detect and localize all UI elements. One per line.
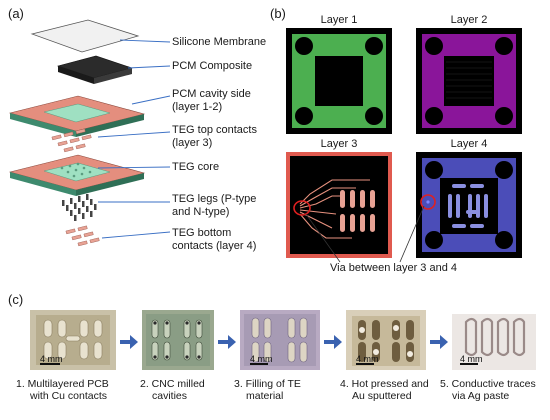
step-3-scale-label: 4 mm: [250, 354, 273, 364]
layer-2-title: Layer 2: [450, 14, 488, 26]
leader-lines: [97, 39, 171, 239]
label-teg-legs: TEG legs (P-type: [172, 193, 257, 205]
teg-top-contacts: [51, 128, 92, 153]
label-teg-top-contacts: TEG top contacts: [172, 124, 257, 136]
step-5-photo: [452, 314, 536, 370]
pcm-cavity-board: [8, 95, 146, 137]
step-2-photo: [142, 310, 214, 370]
layer-2-board: [416, 28, 522, 134]
step-5-caption-line-1: 5. Conductive traces: [440, 378, 536, 390]
teg-legs: [62, 194, 97, 221]
step-4-photo: [346, 310, 426, 370]
pcm-composite-layer: [56, 55, 134, 84]
via-caption: Via between layer 3 and 4: [330, 262, 457, 274]
label-silicone-membrane: Silicone Membrane: [172, 36, 267, 48]
label-pcm-cavity-side: PCM cavity side: [172, 88, 251, 100]
label-teg-core: TEG core: [172, 161, 220, 173]
arrow-4-to-5: [430, 335, 448, 349]
step-1-caption-line-2: with Cu contacts: [30, 390, 108, 402]
step-1-photo: [30, 310, 116, 370]
layer-3-title: Layer 3: [320, 138, 358, 150]
step-2-caption: 2. CNC milled cavities: [140, 378, 230, 402]
step-4-caption-line-2: Au sputtered: [352, 390, 412, 402]
via-leader-lines: [305, 205, 425, 263]
panel-label-b: (b): [270, 6, 286, 21]
step-2-caption-line-1: 2. CNC milled: [140, 378, 205, 390]
step-3-caption-line-1: 3. Filling of TE: [234, 378, 301, 390]
label-teg-bottom-layer: contacts (layer 4): [172, 240, 257, 252]
layer-3-board: [286, 152, 392, 258]
step-1-caption: 1. Multilayered PCB with Cu contacts: [16, 378, 134, 402]
step-3-photo: [240, 310, 320, 370]
label-teg-bottom: TEG bottom: [172, 227, 232, 239]
layer-4-board: [416, 152, 522, 258]
step-5-caption-line-2: via Ag paste: [452, 390, 510, 402]
panel-label-c: (c): [8, 292, 24, 307]
step-5-scale-label: 4 mm: [460, 354, 483, 364]
step-1-caption-line-1: 1. Multilayered PCB: [16, 378, 109, 390]
step-5-caption: 5. Conductive traces via Ag paste: [440, 378, 548, 402]
via-highlight-layer-4: [420, 194, 436, 210]
step-2-caption-line-2: cavities: [152, 390, 188, 402]
arrow-2-to-3: [218, 335, 236, 349]
pcb-layers-illustration: [286, 28, 522, 263]
teg-bottom-contacts: [65, 225, 100, 247]
layer-1-board: [286, 28, 392, 134]
step-3-caption-line-2: material: [246, 390, 284, 402]
step-4-caption-line-1: 4. Hot pressed and: [340, 378, 429, 390]
step-4-scale-label: 4 mm: [356, 354, 379, 364]
step-4-caption: 4. Hot pressed and Au sputtered: [340, 378, 440, 402]
step-1-scale-label: 4 mm: [40, 354, 63, 364]
layer-1-title: Layer 1: [320, 14, 358, 26]
panel-label-a: (a): [8, 6, 24, 21]
label-pcm-cavity-layers: (layer 1-2): [172, 101, 223, 113]
label-pcm-composite: PCM Composite: [172, 60, 253, 72]
arrow-3-to-4: [324, 335, 342, 349]
arrow-1-to-2: [120, 335, 138, 349]
label-teg-legs-types: and N-type): [172, 206, 230, 218]
via-highlight-layer-3: [293, 200, 311, 216]
silicone-membrane-layer: [30, 19, 140, 53]
step-3-caption: 3. Filling of TE material: [234, 378, 330, 402]
teg-core-board: [8, 154, 146, 196]
fabrication-photos: [30, 310, 536, 370]
layer-4-title: Layer 4: [450, 138, 488, 150]
label-teg-top-layer: (layer 3): [172, 137, 213, 149]
exploded-stack-illustration: [8, 19, 171, 247]
